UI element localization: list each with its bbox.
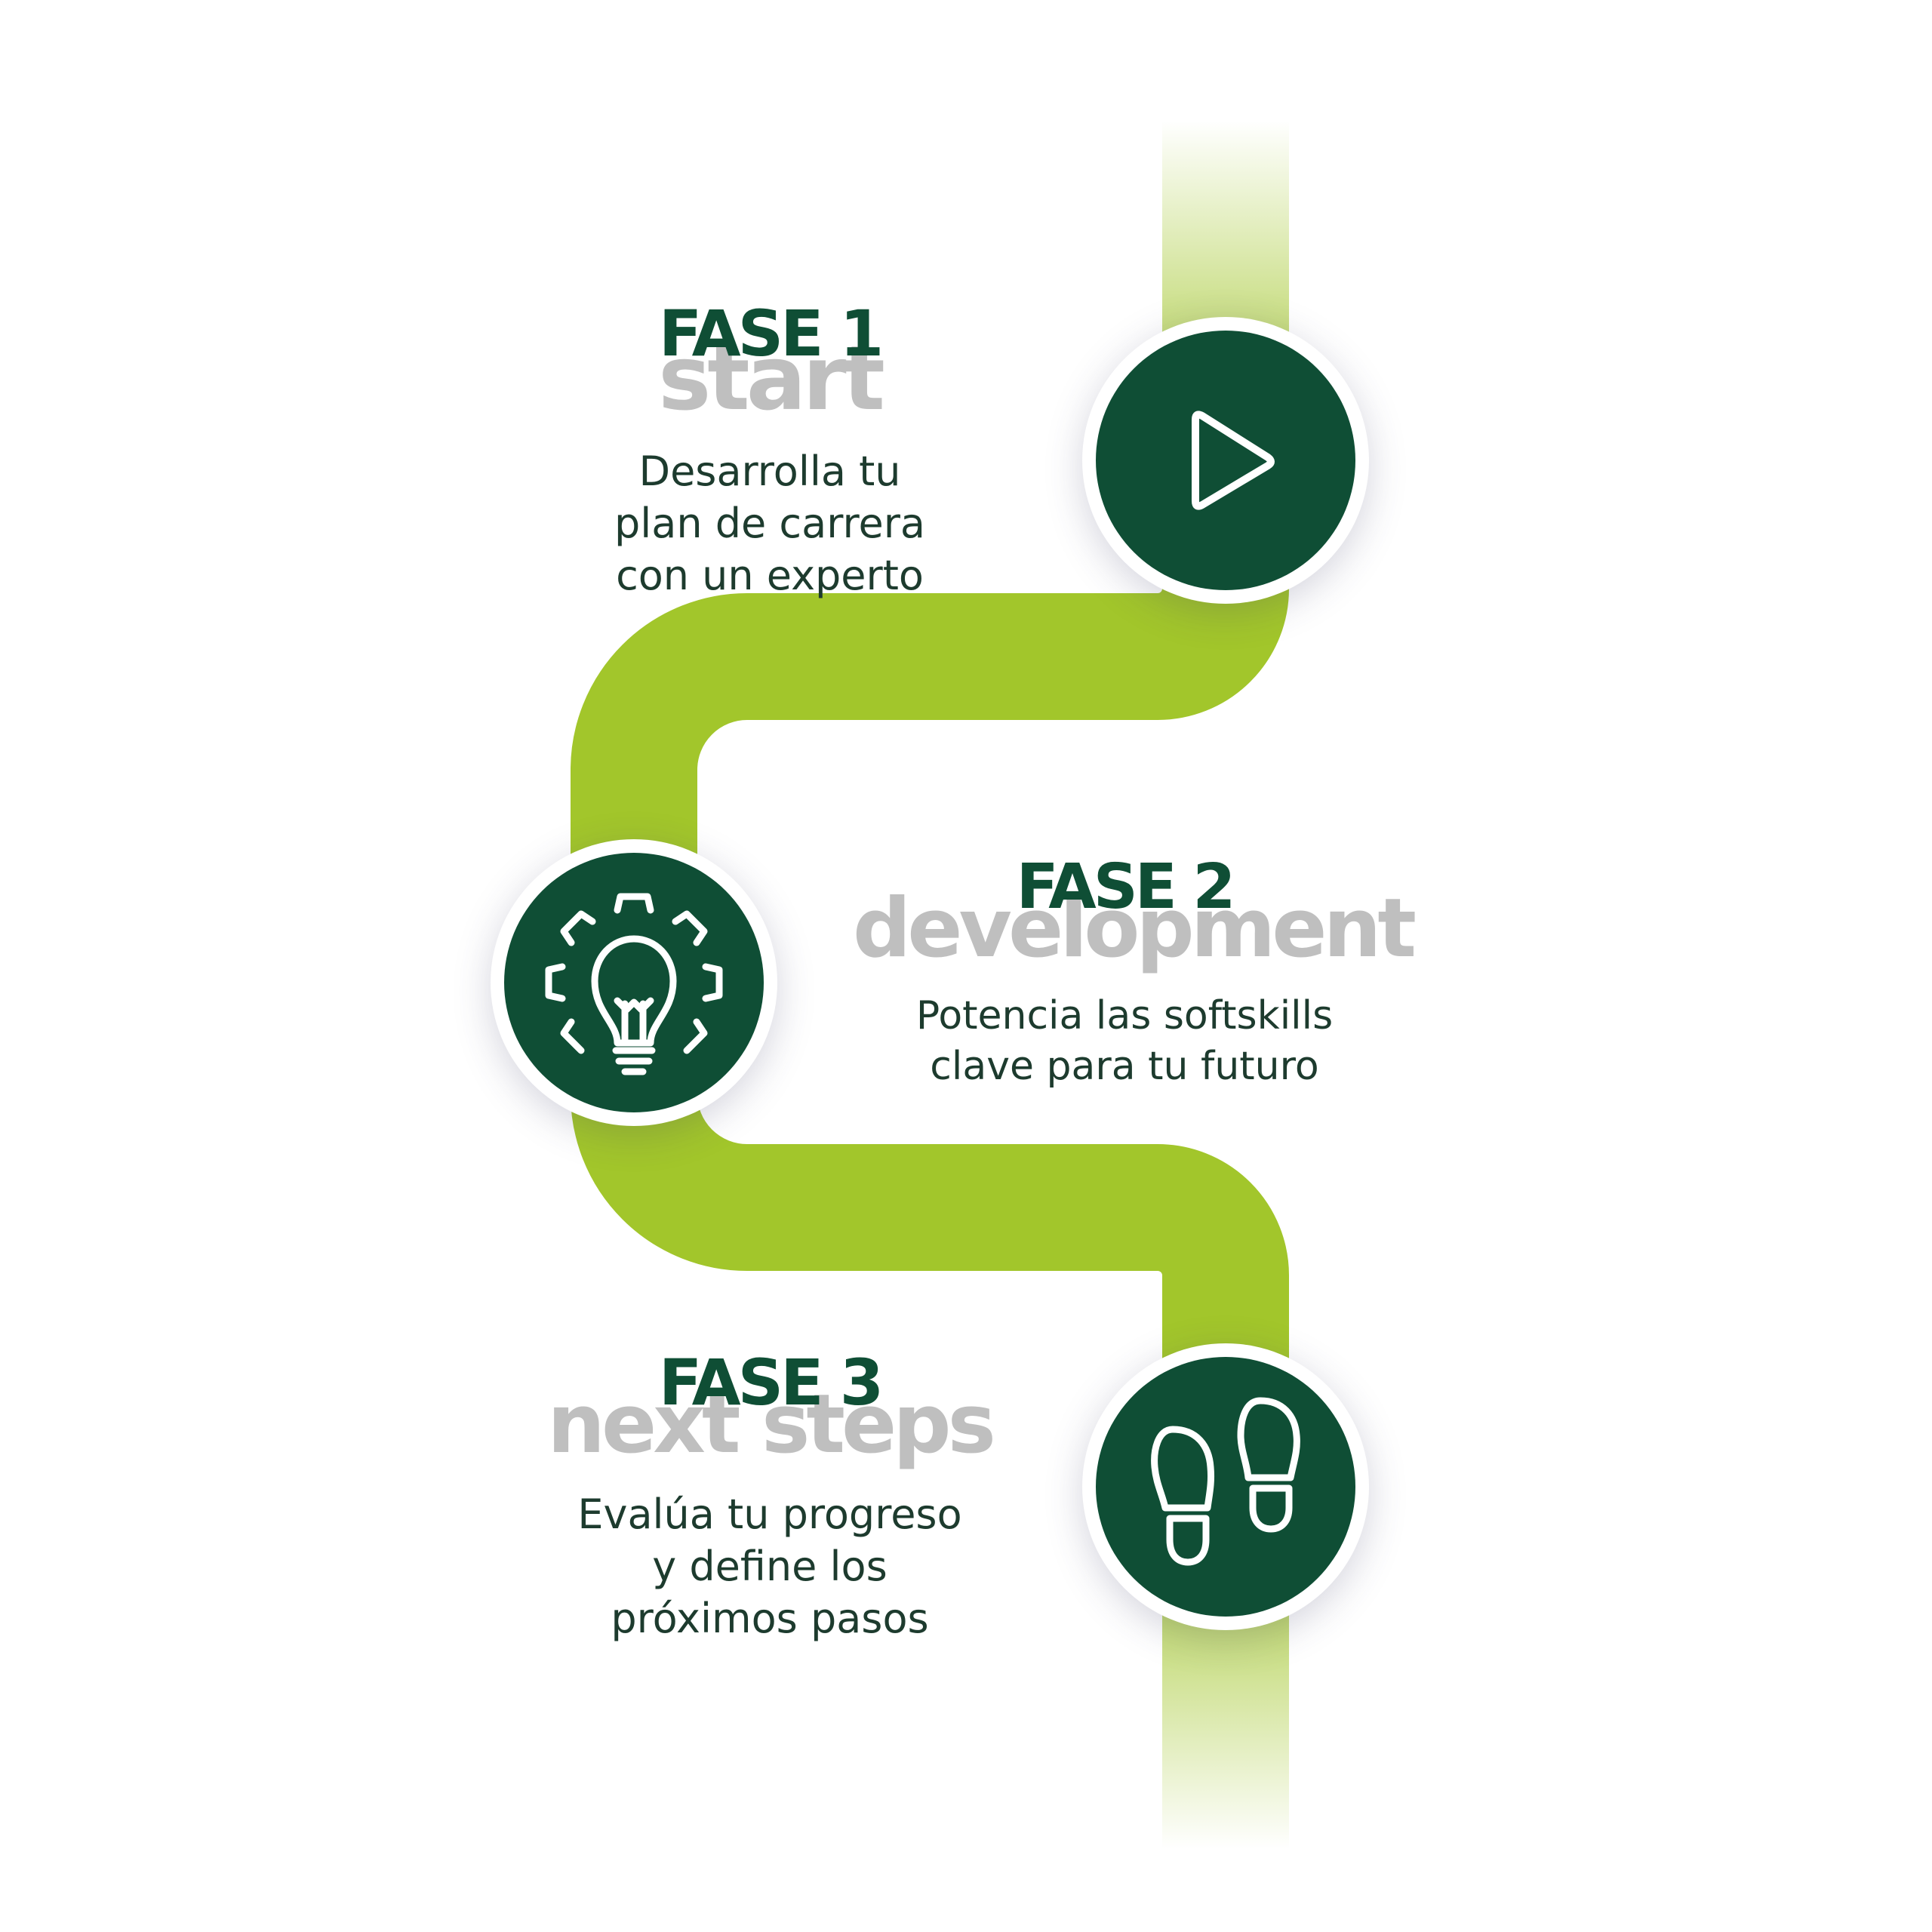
phase-1-title: start: [658, 326, 885, 430]
lightbulb-gear-icon: [545, 893, 723, 1075]
footprints-icon: [1151, 1397, 1300, 1566]
phase-1-description-line: Desarrolla tu: [638, 448, 901, 495]
phase-2-title: development: [853, 881, 1417, 976]
phase-3-description-line: y define los: [652, 1543, 888, 1591]
phase-2-text: FASE 2 development Potencia las softskil…: [853, 851, 1417, 1091]
phase-2-description-line: Potencia las softskills: [915, 993, 1334, 1038]
phase-1-node: [1082, 317, 1369, 604]
phase-3-description-line: próximos pasos: [611, 1595, 929, 1643]
phase-3-title: next steps: [547, 1377, 996, 1472]
phase-3-description-line: Evalúa tu progreso: [577, 1491, 962, 1538]
phase-1-description: Desarrolla tu plan de carrera con un exp…: [558, 445, 981, 601]
phase-1-description-line: con un experto: [616, 552, 924, 600]
phase-1-text: FASE 1 start Desarrolla tu plan de carre…: [558, 302, 981, 601]
phase-3-node: [1082, 1343, 1369, 1630]
phase-3-text: FASE 3 next steps Evalúa tu progreso y d…: [521, 1351, 1019, 1644]
phase-3-description: Evalúa tu progreso y define los próximos…: [521, 1488, 1019, 1644]
play-icon: [1192, 411, 1275, 510]
phase-1-label: FASE 1: [658, 297, 884, 371]
phase-2-description-line: clave para tu futuro: [930, 1043, 1319, 1089]
phase-2-description: Potencia las softskills clave para tu fu…: [853, 991, 1396, 1091]
phase-3-label: FASE 3: [658, 1346, 884, 1420]
phase-2-node: [491, 839, 777, 1126]
phase-1-description-line: plan de carrera: [614, 500, 925, 548]
phase-2-label: FASE 2: [1016, 851, 1236, 923]
